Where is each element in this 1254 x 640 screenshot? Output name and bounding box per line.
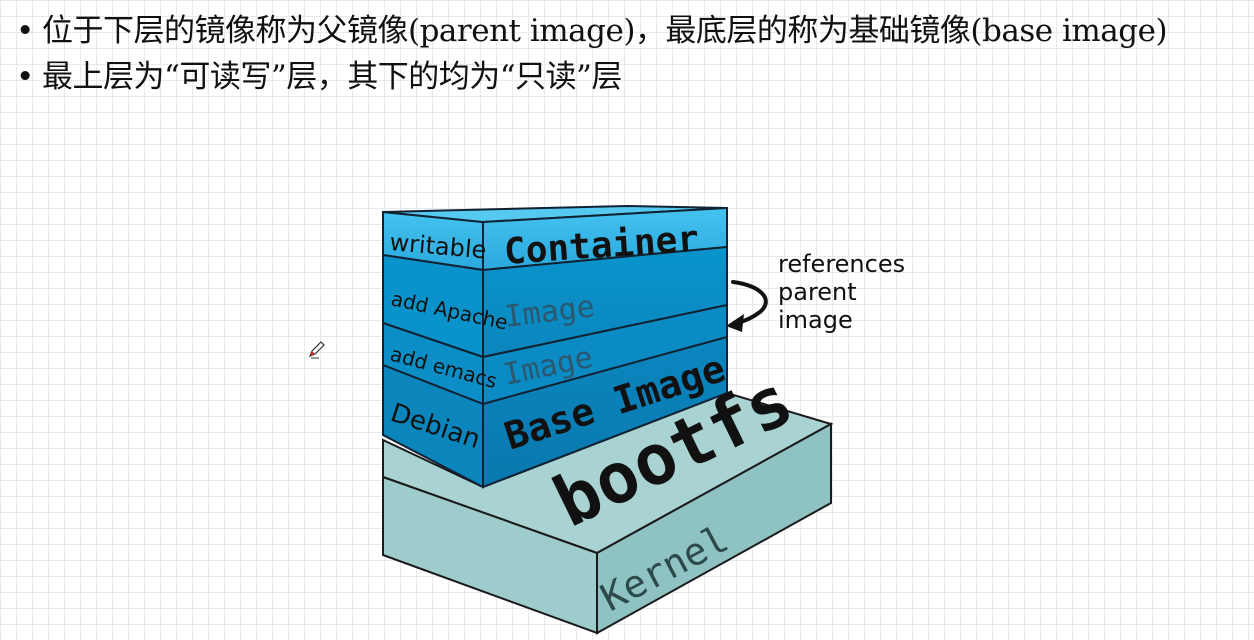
bullet-item-readwrite-layer: • 最上层为“可读写”层，其下的均为“只读”层 — [14, 54, 1246, 100]
kernel-bootfs-slab — [382, 391, 834, 635]
bullet-dot-icon: • — [16, 13, 34, 49]
references-annotation: references parent image — [726, 250, 905, 334]
bullet-text: 最上层为“可读写”层，其下的均为“只读”层 — [42, 59, 622, 95]
annotation-line-image: image — [778, 306, 853, 334]
stack-front-column — [382, 204, 728, 489]
annotation-line-references: references — [778, 250, 905, 278]
annotation-line-parent: parent — [778, 278, 857, 306]
bullet-text: 位于下层的镜像称为父镜像(parent image)，最底层的称为基础镜像(ba… — [42, 13, 1168, 49]
bullet-list: • 位于下层的镜像称为父镜像(parent image)，最底层的称为基础镜像(… — [14, 8, 1246, 100]
pen-cursor-icon — [308, 341, 325, 359]
arrow-head-icon — [726, 314, 744, 332]
bullet-item-parent-image: • 位于下层的镜像称为父镜像(parent image)，最底层的称为基础镜像(… — [14, 8, 1246, 54]
curved-arrow-icon — [731, 280, 768, 325]
bullet-dot-icon: • — [16, 59, 34, 95]
